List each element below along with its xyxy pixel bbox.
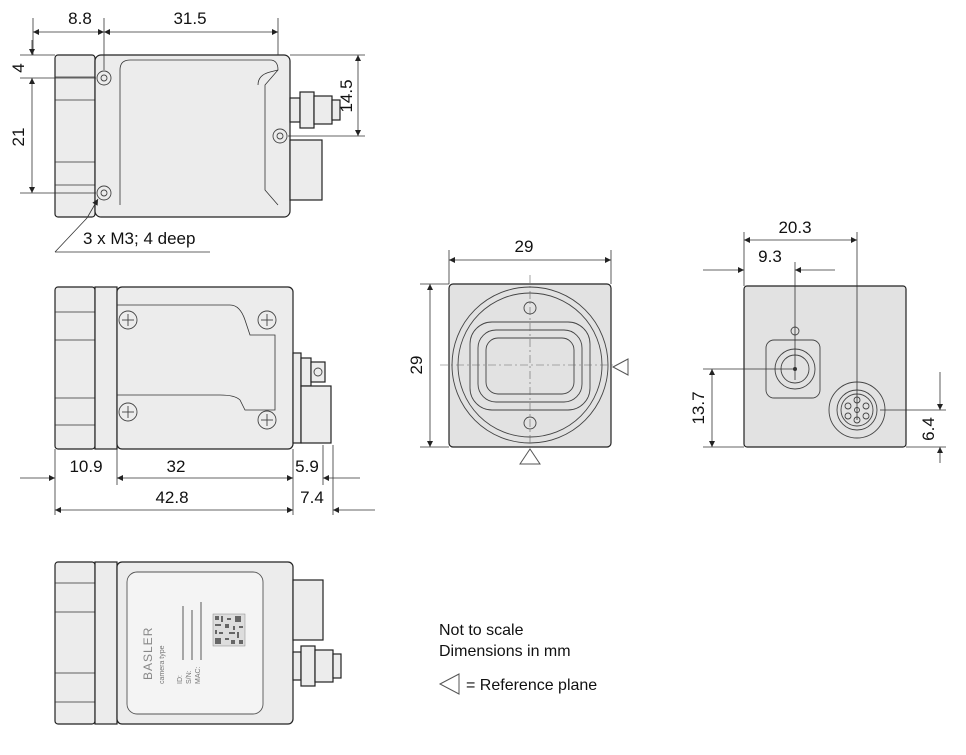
dim-side-seg-mid: 32 [167, 457, 186, 476]
label-view: BASLER camera type ID: S/N: MAC: [54, 561, 342, 725]
dim-back-width-outer: 20.3 [778, 218, 811, 237]
label-brand: BASLER [141, 627, 155, 680]
screw-bottom-left [118, 402, 138, 422]
mount-hole-right [272, 128, 288, 144]
dim-top-width-right: 31.5 [173, 9, 206, 28]
note-dimensions-unit: Dimensions in mm [439, 643, 571, 660]
dim-top-height-holes: 21 [9, 128, 28, 147]
dim-back-height-left: 13.7 [689, 391, 708, 424]
notes: Not to scale Dimensions in mm = Referenc… [438, 622, 597, 695]
top-view: 8.8 31.5 4 21 14.5 3 x M3; 4 deep [9, 9, 365, 253]
dim-side-seg-left: 10.9 [69, 457, 102, 476]
reference-plane-legend-icon [438, 673, 460, 695]
label-camera-type: camera type [159, 645, 166, 684]
dim-back-width-inner: 9.3 [758, 247, 782, 266]
label-view-ring [94, 561, 118, 725]
top-view-housing [94, 54, 291, 218]
back-view-face [743, 285, 907, 448]
dim-back-height-right: 6.4 [919, 417, 938, 441]
dim-top-connector-height: 14.5 [337, 79, 356, 112]
dim-side-seg-right: 5.9 [295, 457, 319, 476]
front-hole-bottom [523, 416, 537, 430]
mount-hole-bottom [96, 185, 112, 201]
screw-bottom-right [257, 410, 277, 430]
label-view-mount [54, 561, 96, 725]
product-label [126, 571, 264, 715]
dim-top-height-top: 4 [9, 63, 28, 72]
dim-side-connector: 7.4 [300, 488, 324, 507]
label-mac: MAC: [195, 666, 202, 684]
dim-side-total: 42.8 [155, 488, 188, 507]
side-view: 10.9 32 5.9 42.8 7.4 [20, 286, 375, 515]
dim-front-height: 29 [407, 356, 426, 375]
reference-plane-marker-right [611, 358, 629, 376]
reference-plane-marker-bottom [519, 448, 541, 465]
front-view: 29 29 [407, 237, 629, 465]
top-view-io-connector [289, 91, 341, 129]
holes-note: 3 x M3; 4 deep [83, 229, 195, 248]
top-view-usb-connector [289, 139, 323, 201]
back-view: 20.3 9.3 13.7 6.4 [689, 218, 946, 463]
note-not-to-scale: Not to scale [439, 622, 524, 639]
label-id: ID: [177, 675, 184, 684]
side-view-ring [94, 286, 118, 450]
dim-front-width: 29 [515, 237, 534, 256]
screw-top-right [257, 310, 277, 330]
dim-top-width-left: 8.8 [68, 9, 92, 28]
label-view-connector [292, 579, 342, 687]
screw-top-left [118, 310, 138, 330]
qr-code [212, 613, 246, 647]
side-view-connector [292, 352, 332, 444]
note-reference-plane: = Reference plane [466, 677, 597, 694]
mount-hole-top [96, 70, 112, 86]
label-sn: S/N: [186, 670, 193, 684]
